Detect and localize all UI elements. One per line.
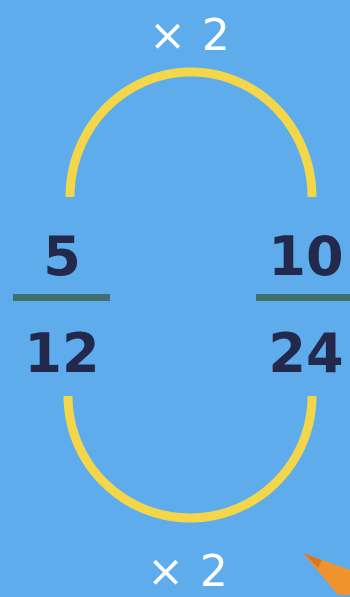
- equivalent-fractions-diagram: × 2 × 2 5 12 10 24: [0, 0, 350, 595]
- pencil-icon: [0, 0, 350, 595]
